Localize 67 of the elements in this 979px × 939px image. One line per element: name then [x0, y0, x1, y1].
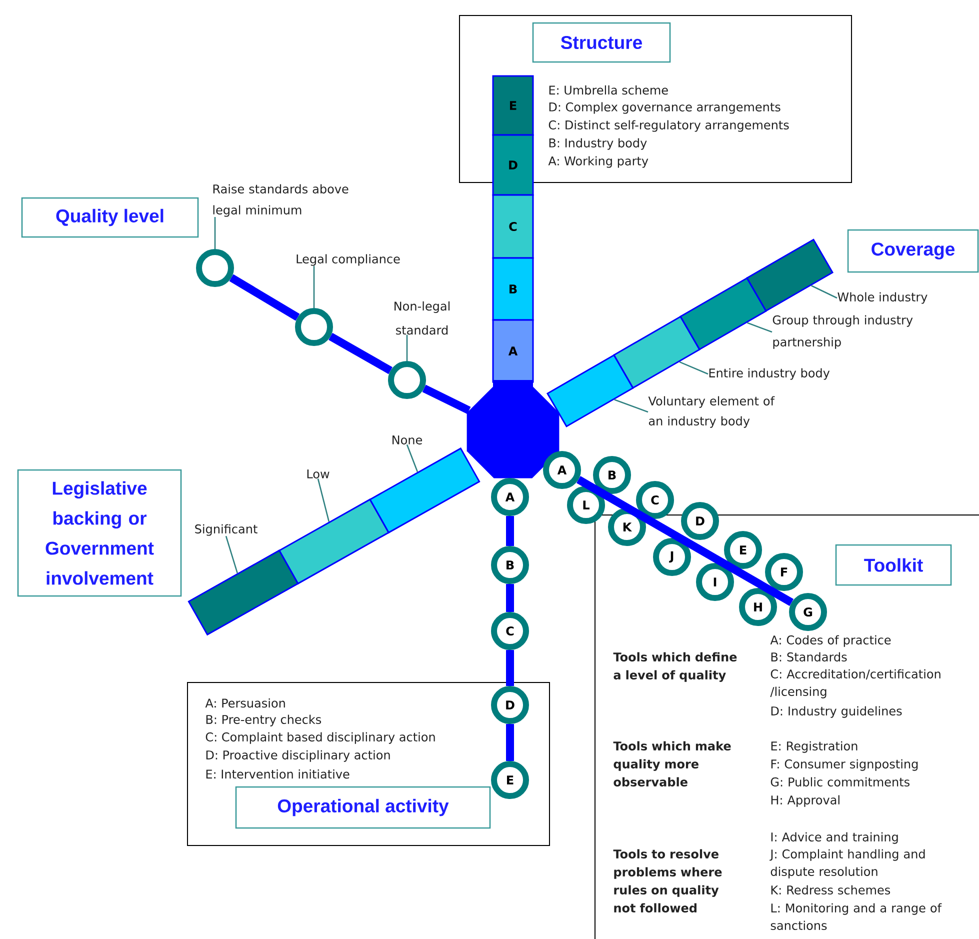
legend-item: K: Redress schemes [771, 885, 890, 894]
scale-label: Low [307, 470, 330, 478]
connector-line [506, 584, 514, 612]
title-box: Quality level [21, 197, 199, 238]
connector-line [422, 384, 471, 414]
scale-label: Raise standards above legal minimum [213, 184, 348, 217]
connector-line [506, 724, 514, 761]
leader-line [679, 361, 708, 375]
scale-label: Non-legal standard [394, 301, 450, 335]
bar-segment: A [492, 319, 534, 383]
legend-item: B: Standards [771, 652, 847, 662]
leader-line [406, 334, 408, 361]
leader-line [746, 322, 772, 333]
legend-item: A: Persuasion [205, 698, 285, 708]
group-heading: Tools which make quality more observable [613, 741, 731, 786]
bar-segment: D [492, 134, 534, 196]
leader-line [317, 478, 330, 522]
bar-segment: B [492, 257, 534, 321]
legend-item: D: Complex governance arrangements [549, 102, 780, 114]
hub-octagon [466, 380, 560, 478]
ring-marker [196, 249, 234, 287]
legend-item: A: Working party [548, 156, 648, 168]
legend-item: G: Public commitments [770, 777, 910, 786]
legend-item: I: Advice and training [771, 832, 898, 844]
legend-item: C: Distinct self-regulatory arrangements [548, 120, 789, 132]
leader-line [214, 217, 216, 249]
legend-item: E: Intervention initiative [206, 769, 350, 779]
scale-label: Significant [195, 524, 258, 536]
bar-segment: E [492, 75, 534, 136]
legend-item: D: Proactive disciplinary action [206, 750, 390, 762]
legend-item: C: Accreditation/certification /licensing [770, 669, 940, 698]
legend-item: J: Complaint handling and dispute resolution [770, 849, 925, 878]
title-box: Structure [532, 22, 671, 63]
legend-item: E: Umbrella scheme [549, 85, 668, 95]
title-box: Operational activity [235, 786, 491, 829]
leader-line [225, 536, 238, 574]
legend-item: C: Complaint based disciplinary action [206, 732, 435, 744]
connector-line [229, 274, 300, 321]
legend-item: H: Approval [771, 795, 840, 807]
title-box: Coverage [847, 229, 979, 273]
bar-segment: C [492, 194, 534, 259]
scale-label: Legal compliance [296, 254, 400, 266]
scale-label: None [392, 436, 422, 444]
group-heading: Tools which define a level of quality [613, 652, 737, 682]
scale-label: Entire industry body [709, 368, 830, 380]
legend-item: E: Registration [771, 741, 858, 753]
connector-line [328, 332, 392, 374]
legend-item: L: Monitoring and a range of sanctions [770, 903, 942, 930]
title-box: Legislative backing or Government involvement [17, 469, 182, 597]
leader-line [406, 444, 418, 472]
connector-line [506, 516, 514, 546]
legend-item: A: Codes of practice [770, 635, 891, 647]
legend-item: B: Pre-entry checks [206, 714, 322, 726]
ring-marker [388, 361, 426, 399]
leader-line [313, 266, 315, 308]
scale-label: Whole industry [838, 292, 928, 304]
group-heading: Tools to resolve problems where rules on quality not followed [613, 849, 722, 912]
scale-label: Group through industry partnership [772, 315, 913, 349]
title-box: Toolkit [835, 544, 952, 586]
scale-label: Voluntary element of an industry body [648, 396, 775, 428]
leader-line [811, 285, 838, 299]
ring-marker [295, 308, 333, 346]
connector-line [506, 650, 514, 686]
legend-item: D: Industry guidelines [771, 706, 902, 718]
leader-line [614, 399, 648, 413]
legend-item: F: Consumer signposting [771, 759, 918, 771]
legend-item: B: Industry body [549, 138, 647, 150]
